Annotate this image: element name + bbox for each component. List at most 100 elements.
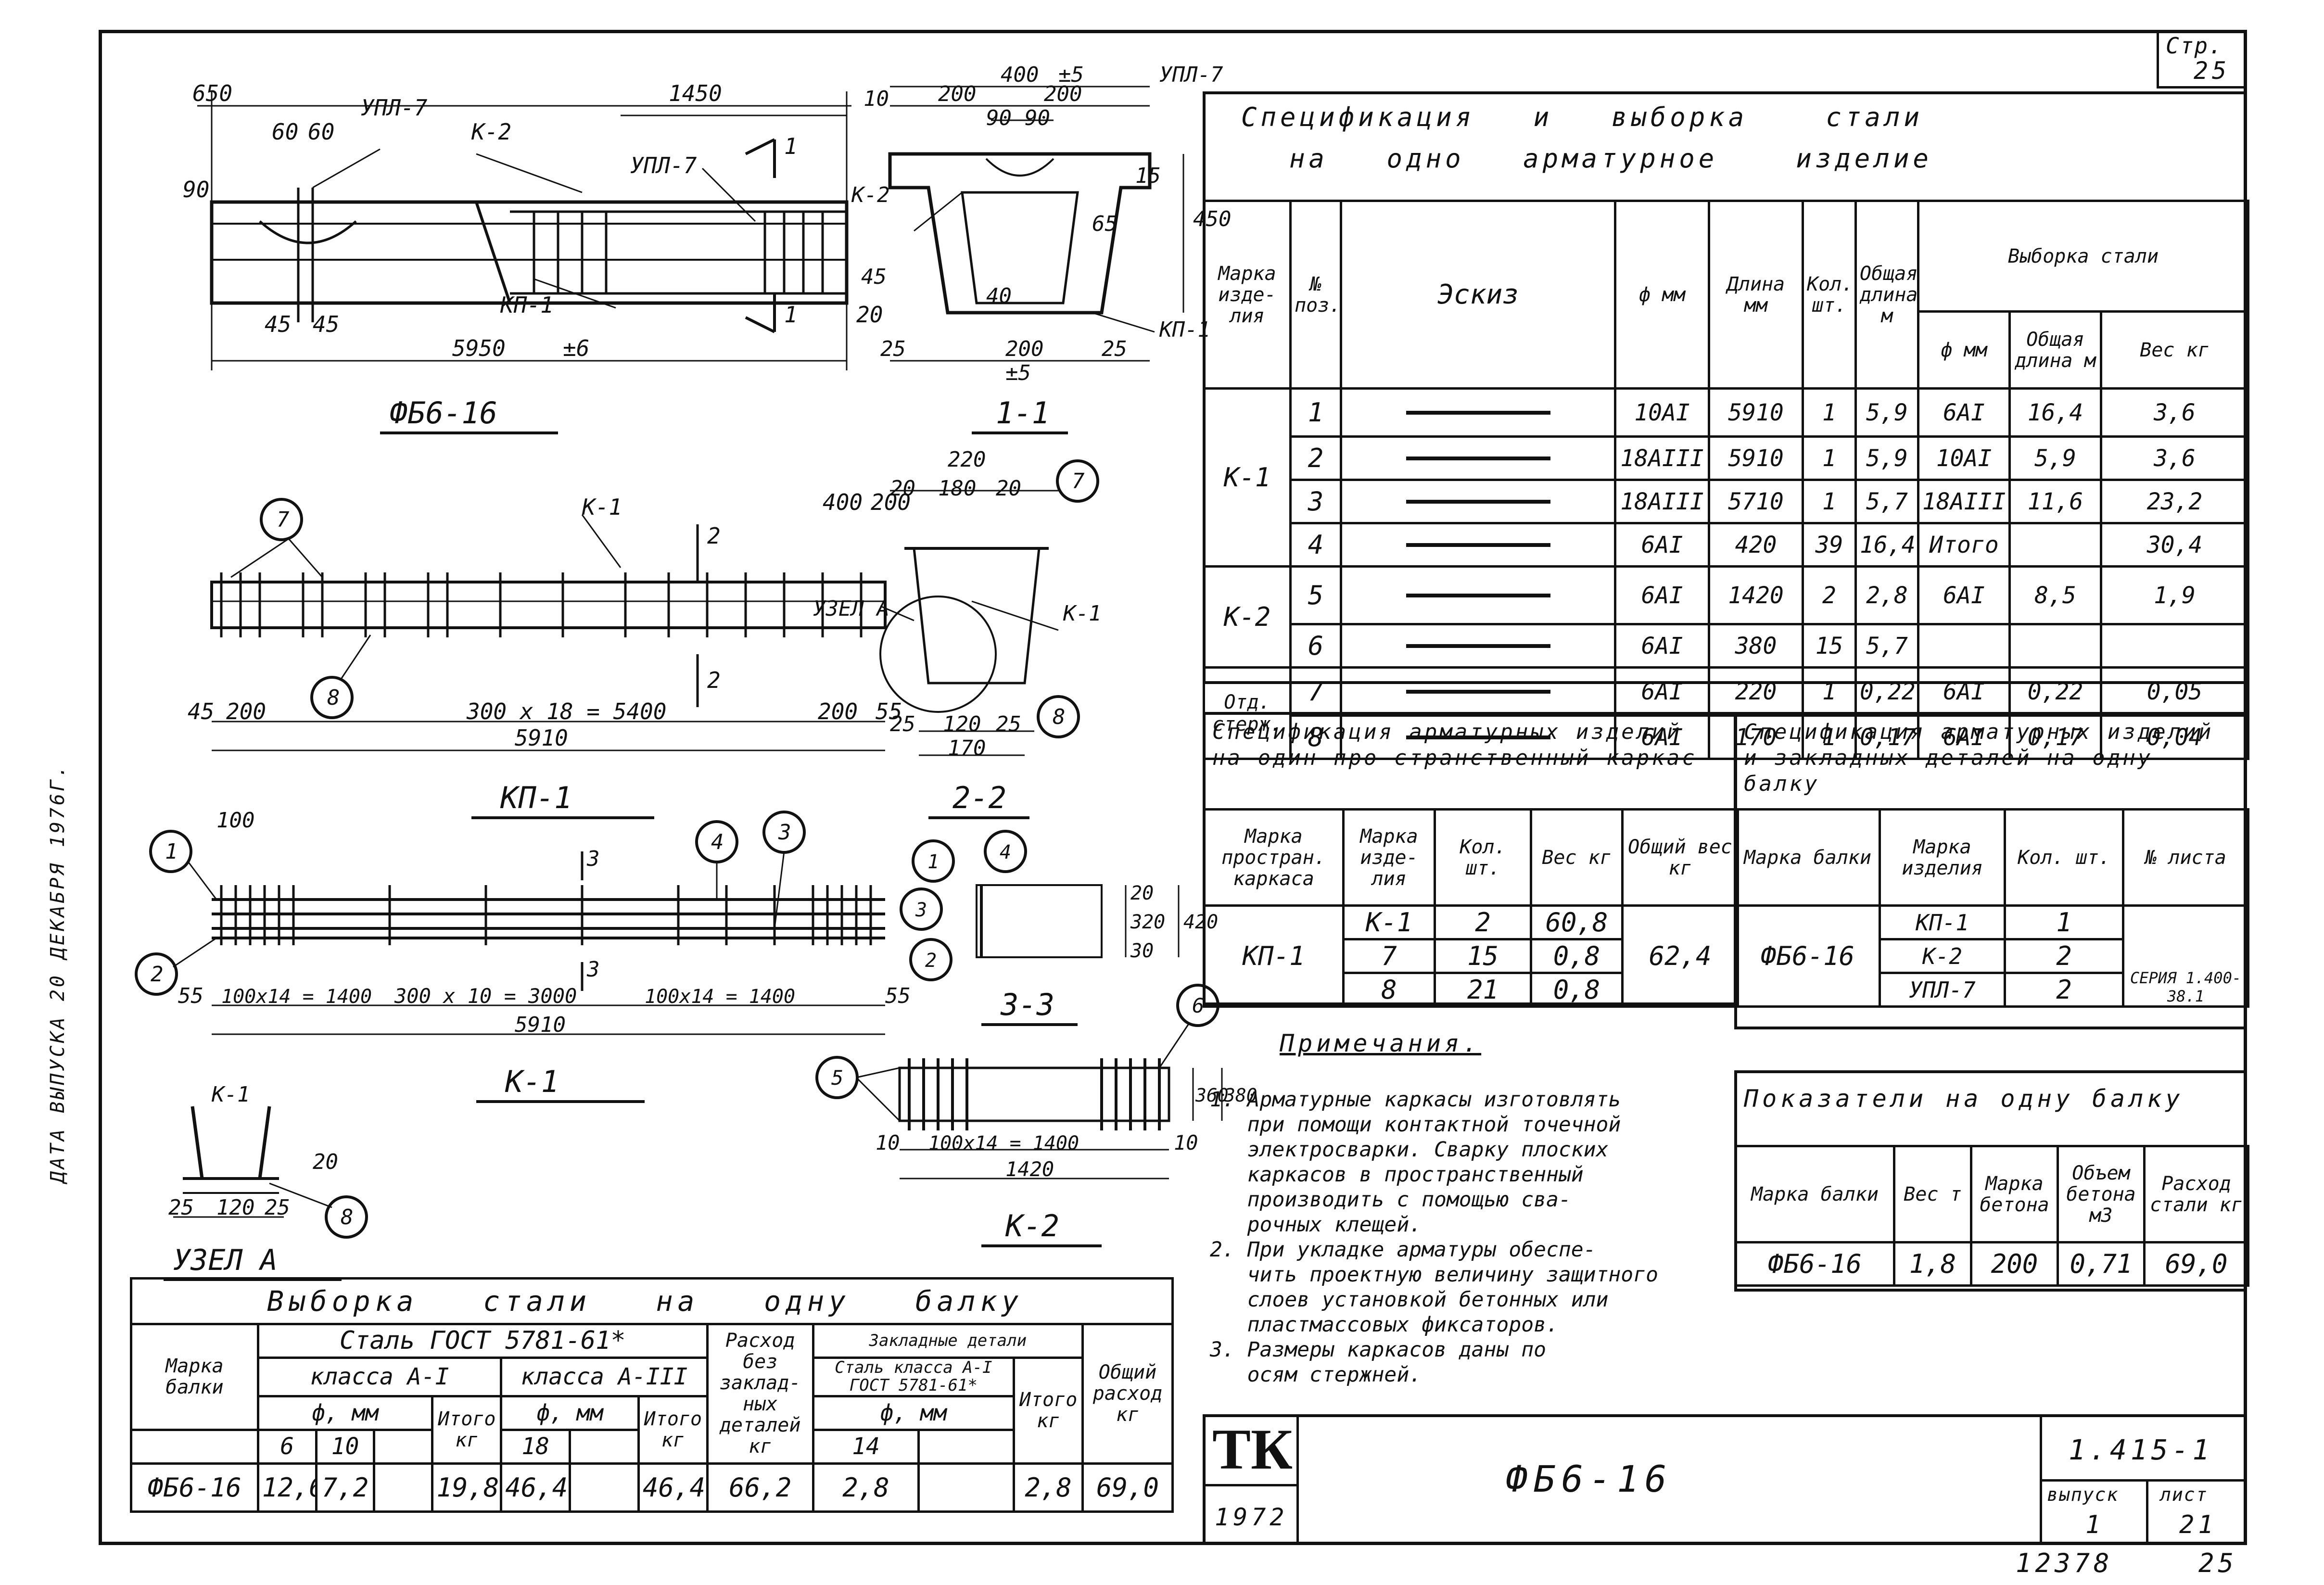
beam-qty: 1: [2004, 904, 2124, 940]
label-uzela: УЗЕЛ А: [813, 596, 889, 621]
kp1-labels: 7 8 К-1 2 2 400 200 45 200 300 x 18 = 54…: [188, 489, 911, 751]
call-3b: 3: [915, 899, 927, 921]
beam-qty: 2: [2004, 972, 2124, 1008]
k1-title: К-1: [505, 1064, 559, 1099]
spec-pos: 8: [1289, 714, 1342, 760]
sketch-bar-line: [1406, 593, 1550, 597]
spec-pos: 1: [1289, 387, 1342, 438]
spec-phi: 6АI: [1614, 623, 1710, 669]
spec-len: 380: [1708, 623, 1804, 669]
spec-stotal: 0,22: [2008, 666, 2102, 717]
indicators-table: Марка балки Вес т Марка бетона Объем бет…: [1734, 1145, 2249, 1287]
hdr-sketch: Эскиз: [1340, 200, 1616, 390]
dim-120: 120: [943, 712, 981, 736]
spec-main-title2: на одно арматурное изделие: [1289, 143, 1932, 174]
dim-45a: 45: [265, 311, 291, 337]
spec-sweight: [2099, 623, 2250, 669]
frame-hdr-mark: Марка простран. каркаса: [1203, 808, 1345, 907]
dim-300x18: 300 x 18 = 5400: [466, 698, 666, 724]
sketch-bar-line: [1406, 499, 1550, 504]
cut-1a: 1: [784, 133, 798, 159]
kp1-title: КП-1: [500, 780, 572, 815]
label-k2b: К-2: [851, 183, 889, 207]
spec-qty: 1: [1802, 714, 1857, 760]
section-2-2: [879, 459, 1099, 756]
call-2a: 2: [151, 962, 164, 987]
spec-stotal: 16,4: [2008, 387, 2102, 438]
label-k1a: К-1: [582, 494, 622, 520]
beam-hdr-sheet: № листа: [2122, 808, 2249, 907]
frame-hdr-qty: Кол. шт.: [1434, 808, 1532, 907]
dim-120b: 120: [216, 1195, 254, 1220]
steel-row-tz: 2,8: [1013, 1462, 1084, 1513]
node-a-drawing: [173, 1106, 368, 1239]
dim-25d: 25: [996, 712, 1021, 736]
note-line: 3. Размеры каркасов даны по: [1210, 1338, 1546, 1362]
beam-qty: 2: [2004, 938, 2124, 974]
spec-len: 420: [1708, 522, 1804, 568]
call-6: 6: [1192, 994, 1204, 1017]
sec22-title: 2-2: [952, 780, 1006, 815]
spec-len: 5910: [1708, 435, 1804, 481]
spec-sketch: [1340, 714, 1616, 760]
frame-hdr-item: Марка изде-лия: [1342, 808, 1436, 907]
k2-drawing: [815, 984, 1223, 1179]
dim-90b: 90: [1025, 106, 1050, 130]
spec-beam-table: Марка балки Марка изделия Кол. шт. № лис…: [1734, 808, 2249, 1008]
spec-sphi: 18АIII: [1917, 479, 2011, 524]
frame-weight: 60,8: [1530, 904, 1624, 940]
tol-5b: ±5: [1005, 361, 1031, 385]
steel-hdr-phi3: ф, мм: [500, 1395, 640, 1431]
frame-weight: 0,8: [1530, 972, 1624, 1008]
hdr-sel-weight: Вес кг: [2099, 310, 2250, 390]
frame-hdr-total: Общий вес кг: [1621, 808, 1739, 907]
frame-qty: 21: [1434, 972, 1532, 1008]
steel-row-v10: 7,2: [315, 1462, 376, 1513]
dim-1450: 1450: [669, 80, 722, 106]
steel-hdr-total: Общий расход кг: [1081, 1323, 1174, 1465]
sketch-bar-line: [1406, 735, 1550, 739]
spec-stotal: 5,9: [2008, 435, 2102, 481]
spec-pos: 3: [1289, 479, 1342, 524]
spec-frame-title: Спецификация арматурных изделий на один …: [1212, 720, 1697, 770]
label-upl7c: УПЛ-7: [1159, 63, 1223, 87]
dim-1420: 1420: [1005, 1157, 1054, 1181]
spec-stotal: 11,6: [2008, 479, 2102, 524]
spec-total: 0,22: [1854, 666, 1919, 717]
dim-20a: 20: [890, 476, 915, 501]
note-line: каркасов в пространственный: [1210, 1163, 1584, 1187]
steel-hdr-zakl-total: Итого кг: [1013, 1357, 1084, 1465]
spec-sketch: [1340, 435, 1616, 481]
sec33-labels: 1 4 3 2 20 320 30 420: [915, 841, 1218, 972]
label-k1b: К-1: [1063, 601, 1101, 626]
spec-total: 0,17: [1854, 714, 1919, 760]
frame-hdr-weight: Вес кг: [1530, 808, 1624, 907]
dim-55b: 55: [178, 984, 203, 1008]
call-8b: 8: [1053, 705, 1066, 729]
hdr-sel-total: Общая длина м: [2008, 310, 2102, 390]
dim-320: 320: [1130, 911, 1165, 933]
steel-hdr-zakl-steel: Сталь класса А-I ГОСТ 5781-61*: [812, 1357, 1016, 1397]
spec-pos: 5: [1289, 565, 1342, 625]
steel-d18: 18: [500, 1428, 571, 1465]
call-1a: 1: [165, 839, 178, 864]
dim-360: 360: [1195, 1085, 1229, 1106]
sketch-bar-line: [1406, 456, 1550, 460]
stamp-issue-label: выпуск: [2047, 1484, 2119, 1505]
label-upl7b: УПЛ-7: [630, 152, 697, 178]
spec-phi: 6АI: [1614, 565, 1710, 625]
spec-sketch: [1340, 565, 1616, 625]
spec-stotal: [2008, 623, 2102, 669]
dim-5950: 5950: [452, 335, 506, 361]
stamp-year-cell: [1203, 1484, 1299, 1545]
ind-hdr-weight: Вес т: [1893, 1145, 1972, 1243]
dim-200e: 200: [226, 698, 266, 724]
tol-6: ±6: [563, 335, 589, 361]
steel-hdr-class1: класса А-I: [256, 1357, 503, 1397]
call-5: 5: [831, 1066, 843, 1090]
